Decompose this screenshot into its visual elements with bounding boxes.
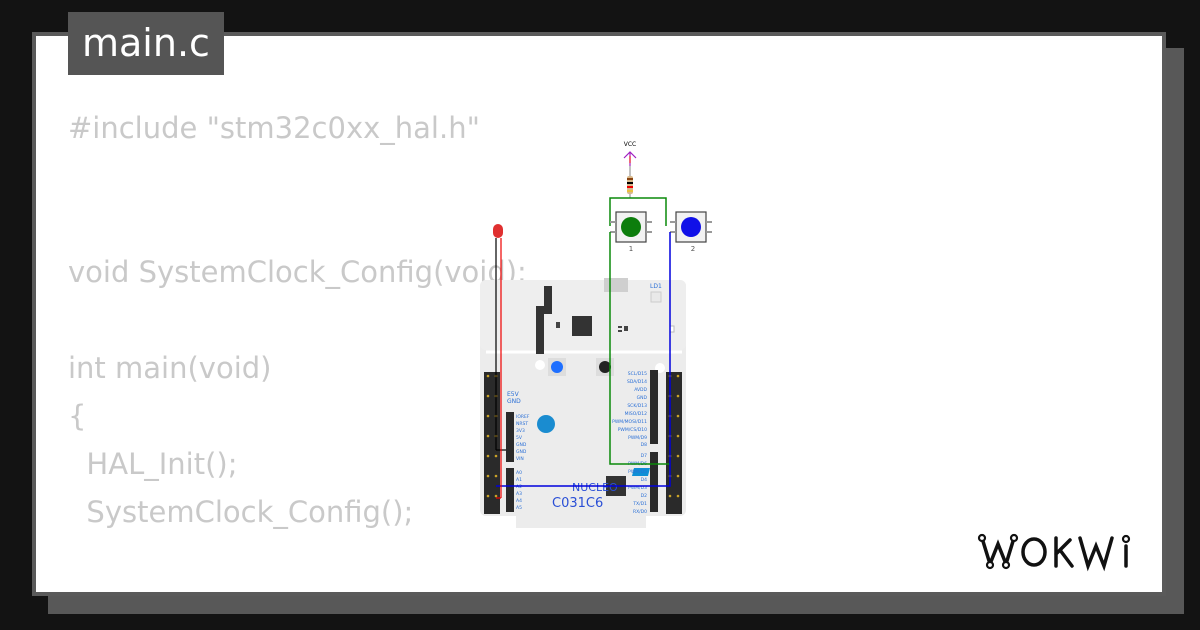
- svg-text:E5V: E5V: [507, 391, 520, 398]
- project-card: #include "stm32c0xx_hal.h"void SystemClo…: [32, 32, 1166, 596]
- circuit-diagram: LD1 NUCLEO C031C6 E5V: [480, 141, 712, 528]
- code-line: [68, 296, 527, 344]
- red-led: [493, 224, 506, 499]
- code-line: #include "stm32c0xx_hal.h": [68, 111, 480, 145]
- svg-text:SCL/D15: SCL/D15: [628, 371, 647, 377]
- nucleo-board: LD1 NUCLEO C031C6 E5V: [480, 278, 686, 528]
- svg-text:GND: GND: [507, 398, 521, 405]
- svg-text:RX/D0: RX/D0: [633, 509, 647, 515]
- code-line: HAL_Init();: [68, 447, 238, 481]
- svg-text:A0: A0: [516, 470, 522, 476]
- svg-text:1: 1: [629, 245, 633, 253]
- svg-text:GND: GND: [516, 442, 527, 448]
- svg-text:PWM/D5: PWM/D5: [628, 469, 647, 475]
- svg-text:SCK/D13: SCK/D13: [627, 403, 647, 409]
- svg-text:MISO/D12: MISO/D12: [625, 411, 647, 417]
- file-tab[interactable]: main.c: [68, 12, 224, 75]
- svg-text:A5: A5: [516, 505, 522, 511]
- svg-text:3V3: 3V3: [516, 428, 525, 434]
- code-preview: #include "stm32c0xx_hal.h"void SystemClo…: [68, 104, 527, 592]
- svg-text:VCC: VCC: [624, 141, 636, 148]
- svg-text:GND: GND: [516, 449, 527, 455]
- svg-text:PWM/D3: PWM/D3: [628, 485, 647, 491]
- left-pin-labels: IOREF NRST 3V3 5V GND GND VIN A0 A1 A2 A…: [516, 414, 530, 511]
- svg-text:2: 2: [691, 245, 695, 253]
- svg-text:GND: GND: [637, 395, 648, 401]
- svg-text:C031C6: C031C6: [552, 496, 603, 511]
- svg-text:5V: 5V: [516, 435, 523, 441]
- svg-text:SDA/D14: SDA/D14: [627, 379, 647, 385]
- svg-text:PWM/CS/D10: PWM/CS/D10: [618, 427, 647, 433]
- svg-text:D4: D4: [641, 477, 647, 483]
- code-line: {: [68, 399, 87, 433]
- svg-text:LD1: LD1: [650, 283, 662, 290]
- svg-text:NUCLEO: NUCLEO: [572, 481, 618, 494]
- wokwi-logo: WOKWI: [974, 528, 1131, 572]
- svg-text:AVDD: AVDD: [634, 387, 647, 393]
- svg-text:A1: A1: [516, 477, 522, 483]
- svg-text:A3: A3: [516, 491, 522, 497]
- code-line: void SystemClock_Config(void);: [68, 255, 527, 289]
- svg-text:D8: D8: [641, 442, 647, 448]
- code-line: [68, 200, 527, 248]
- svg-text:VIN: VIN: [516, 456, 524, 462]
- svg-text:A2: A2: [516, 484, 522, 490]
- svg-text:PWM/MOSI/D11: PWM/MOSI/D11: [612, 419, 647, 425]
- resistor: [627, 166, 633, 198]
- code-line: [68, 152, 527, 200]
- svg-text:WOKWI: WOKWI: [974, 528, 978, 529]
- code-line: [68, 536, 527, 584]
- svg-text:D7: D7: [641, 453, 647, 459]
- vcc-symbol: VCC: [623, 141, 637, 166]
- svg-text:NRST: NRST: [516, 421, 528, 427]
- code-line: int main(void): [68, 351, 272, 385]
- svg-text:PWM/D9: PWM/D9: [628, 435, 647, 441]
- svg-text:TX/D1: TX/D1: [632, 501, 647, 507]
- svg-text:D2: D2: [641, 493, 647, 499]
- pushbutton-2[interactable]: 2: [670, 211, 712, 253]
- svg-text:A4: A4: [516, 498, 522, 504]
- pushbutton-1[interactable]: 1: [610, 211, 652, 253]
- right-pin-labels: SCL/D15 SDA/D14 AVDD GND SCK/D13 MISO/D1…: [612, 371, 647, 515]
- code-line: SystemClock_Config();: [68, 495, 414, 529]
- code-line: MX_GPIO_Init();: [68, 584, 527, 592]
- svg-text:IOREF: IOREF: [516, 414, 530, 420]
